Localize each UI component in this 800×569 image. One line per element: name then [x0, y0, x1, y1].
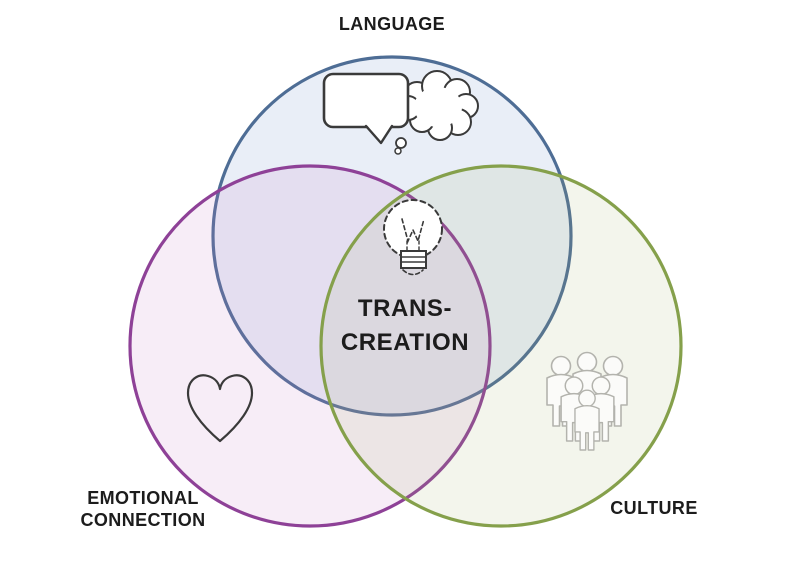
- emotional-connection-label-line1: EMOTIONAL: [87, 488, 199, 508]
- transcreation-label-line2: CREATION: [340, 329, 470, 356]
- transcreation-label-line1: TRANS-: [357, 295, 453, 322]
- transcreation-label: TRANS- CREATION: [305, 292, 505, 360]
- heart-icon: [186, 374, 254, 443]
- emotional-connection-label: EMOTIONAL CONNECTION: [43, 487, 243, 531]
- speech-bubbles-icon: [322, 70, 479, 155]
- lightbulb-icon: [383, 199, 443, 276]
- culture-label: CULTURE: [610, 498, 698, 518]
- emotional-connection-label-line2: CONNECTION: [80, 510, 206, 530]
- people-group-icon: [546, 351, 628, 451]
- language-label: LANGUAGE: [338, 14, 446, 34]
